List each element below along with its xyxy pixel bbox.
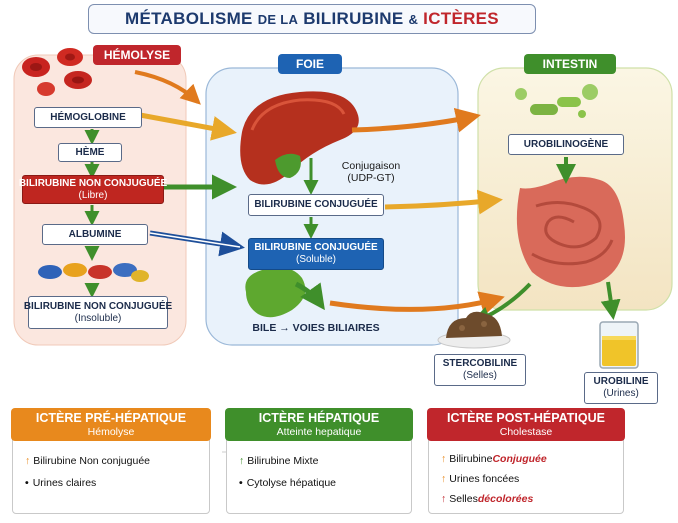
hemoglobine-label: HÉMOGLOBINE [50,111,126,123]
card-subtitle: Cholestase [499,425,553,438]
arrow-up-icon: ↑ [441,453,447,465]
red-blood-cells-icon [22,48,92,96]
bilirubine-non-conjuguee-insoluble-box: BILIRUBINE NON CONJUGUÉE (Insoluble) [24,296,172,329]
item-text: Urines foncées [449,473,520,485]
card-title: ICTÈRE POST-HÉPATIQUE [447,410,605,425]
urobiline-box: UROBILINE (Urines) [584,372,658,404]
page-title: MÉTABOLISME DE LA BILIRUBINE & ICTÈRES [88,4,536,34]
item-text: Bilirubine Mixte [247,455,319,467]
liver-icon [240,91,359,185]
udpgt-text: (UDP-GT) [347,172,395,184]
item-text: Cytolyse hépatique [246,477,336,489]
arrow-up-icon: ↑ [25,455,31,467]
card-header: ICTÈRE HÉPATIQUE Atteinte hepatique [225,408,413,441]
urobilinogene-box: UROBILINOGÈNE [508,134,624,155]
item-text: Urines claires [32,477,97,489]
heme-box: HÈME [58,143,122,162]
item-text: Bilirubine [449,453,493,465]
bile-label: BILE → VOIES BILIAIRES [252,322,380,334]
stercobiline-box: STERCOBILINE (Selles) [434,354,526,386]
stercobiline-label: STERCOBILINE [442,358,518,369]
bnc-label: BILIRUBINE NON CONJUGUÉE [18,177,168,189]
urine-glass-icon [599,321,639,369]
bc2-sub: (Soluble) [295,254,337,265]
albumine-box: ALBUMINE [42,224,148,245]
bc1-label: BILIRUBINE CONJUGUÉE [254,199,378,210]
card-item: ↑ Bilirubine Non conjuguée [25,455,150,467]
bullet-icon: • [25,477,29,489]
bnc2-sub: (Insoluble) [74,312,122,324]
item-emph: Conjuguée [492,453,547,465]
card-item: ↑ Bilirubine Conjuguée [441,453,547,465]
card-item: ↑ Bilirubine Mixte [239,455,318,467]
bacteria-icon [515,84,598,118]
bnc2-label: BILIRUBINE NON CONJUGUÉE [23,300,173,312]
bilirubine-conjuguee-box: BILIRUBINE CONJUGUÉE [248,194,384,216]
arrow-up-icon: ↑ [239,455,245,467]
urobiline-label: UROBILINE [593,376,649,387]
intestin-header: INTESTIN [524,54,616,74]
title-part1: MÉTABOLISME [125,9,253,28]
item-text: Bilirubine Non conjuguée [33,455,150,467]
bnc-sub: (Libre) [78,189,108,201]
item-text: Selles [449,493,478,505]
card-title: ICTÈRE HÉPATIQUE [258,410,380,425]
bilirubine-non-conjuguee-libre-box: BILIRUBINE NON CONJUGUÉE (Libre) [18,175,168,204]
arrow-up-icon: ↑ [441,493,447,505]
bc2-label: BILIRUBINE CONJUGUÉE [254,242,378,253]
card-header: ICTÈRE POST-HÉPATIQUE Cholestase [427,408,625,441]
title-part2: BILIRUBINE [303,9,404,28]
ictere-hepatique-card: ICTÈRE HÉPATIQUE Atteinte hepatique ↑ Bi… [225,408,413,514]
stercobiline-sub: (Selles) [463,370,497,381]
title-part3: ICTÈRES [423,9,499,28]
foie-header: FOIE [278,54,342,74]
card-subtitle: Hémolyse [87,425,135,438]
urobilinogene-label: UROBILINOGÈNE [523,138,609,150]
card-header: ICTÈRE PRÉ-HÉPATIQUE Hémolyse [11,408,211,441]
hemolyse-header: HÉMOLYSE [93,45,181,65]
bilirubine-conjuguee-soluble-box: BILIRUBINE CONJUGUÉE (Soluble) [248,238,384,270]
card-subtitle: Atteinte hepatique [276,425,362,438]
gallbladder-icon [245,267,325,318]
ictere-post-hepatique-card: ICTÈRE POST-HÉPATIQUE Cholestase ↑ Bilir… [427,408,625,514]
card-item: ↑ Selles décolorées [441,493,533,505]
arrow-up-icon: ↑ [441,473,447,485]
heme-label: HÈME [75,146,105,158]
conjugaison-text: Conjugaison [341,160,401,172]
card-item: ↑ Urines foncées [441,473,519,485]
bullet-icon: • [239,477,243,489]
item-emph: décolorées [477,493,534,505]
albumine-label: ALBUMINE [68,228,122,240]
conjugaison-label: Conjugaison (UDP-GT) [326,160,416,184]
urobiline-sub: (Urines) [603,388,639,399]
title-sep: DE LA [257,11,299,27]
stool-icon [437,311,511,349]
card-item: • Urines claires [25,477,96,489]
intestine-icon [516,176,625,288]
ictere-pre-hepatique-card: ICTÈRE PRÉ-HÉPATIQUE Hémolyse ↑ Bilirubi… [11,408,211,514]
card-title: ICTÈRE PRÉ-HÉPATIQUE [35,410,187,425]
card-item: • Cytolyse hépatique [239,477,336,489]
albumin-proteins-icon [38,263,149,282]
title-amp: & [408,11,419,27]
hemoglobine-box: HÉMOGLOBINE [34,107,142,128]
